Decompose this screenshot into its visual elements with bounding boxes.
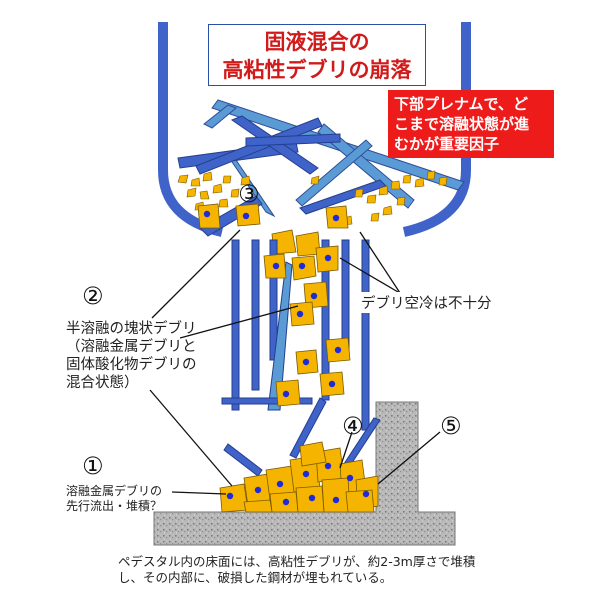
marker-5: ⑤ [440,412,462,440]
marker-2: ② [82,282,104,310]
debris-fragments [177,170,448,226]
title-line-2: 高粘性デブリの崩落 [222,58,412,82]
caption: ペデスタル内の床面には、高粘性デブリが、約2-3m厚さで堆積 し、その内部に、破… [118,554,475,585]
label-semi-line-1: 半溶融の塊状デブリ [66,321,197,337]
caption-line-1: ペデスタル内の床面には、高粘性デブリが、約2-3m厚さで堆積 [118,554,476,569]
red-note: 下部プレナムで、ど こまで溶融状態が進 むかが重要因子 [388,90,554,158]
broken-structure-beams [177,99,465,237]
leader-lines [149,229,441,495]
red-note-line-1: 下部プレナムで、ど [394,95,528,113]
pedestal-concrete [153,401,456,546]
label-metal-line-1: 溶融金属デブリの [66,484,163,498]
caption-line-2: し、その内部に、破損した鋼材が埋もれている。 [118,569,393,585]
red-note-line-2: こまで溶融状態が進 [394,115,530,133]
marker-3: ③ [238,180,260,208]
label-semi-line-2: （溶融金属デブリと [66,339,197,356]
marker-4: ④ [342,412,364,440]
metal-inclusion-dots [203,210,370,506]
label-semi-line-4: 混合状態） [66,375,139,392]
title-line-1: 固液混合の [264,30,370,54]
label-molten-metal: 溶融金属デブリの 先行流出・堆積？ [66,484,162,514]
marker-1: ① [82,452,104,480]
title-box: 固液混合の 高粘性デブリの崩落 [208,24,426,86]
label-air-cooling: デブリ空冷は不十分 [358,292,495,313]
guide-tubes [221,239,381,477]
label-metal-line-2: 先行流出・堆積？ [66,499,163,513]
label-semi-line-3: 固体酸化物デブリの [66,357,197,374]
debris-blocks-lower-head [197,203,349,257]
label-semi-molten: 半溶融の塊状デブリ （溶融金属デブリと 固体酸化物デブリの 混合状態） [66,320,197,393]
red-note-line-3: むかが重要因子 [394,135,500,153]
